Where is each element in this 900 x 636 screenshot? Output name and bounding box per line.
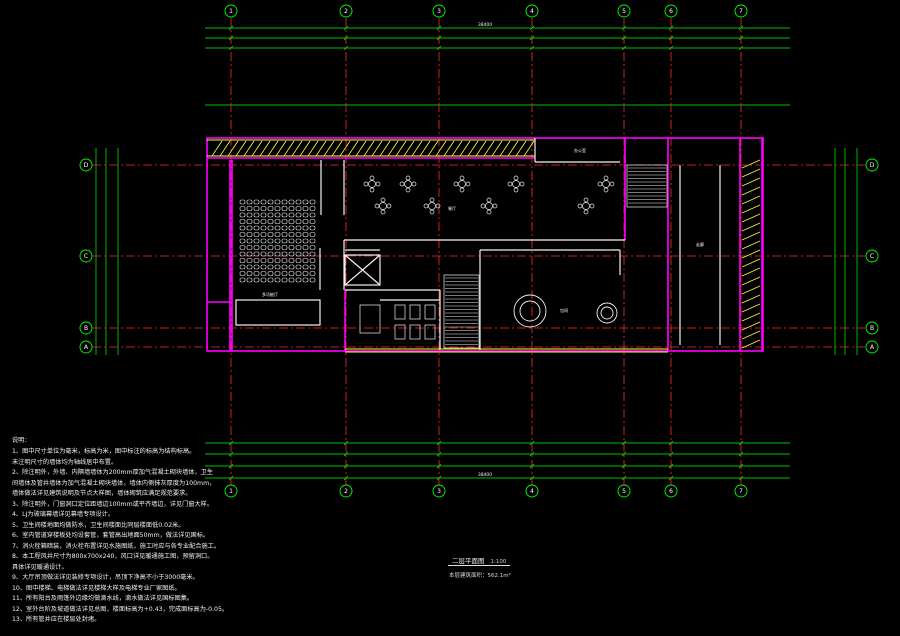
note-line: 10、图中楼梯、电梯做法详见楼梯大样及电梯专业厂家图纸。 — [12, 584, 181, 592]
glazing-hatch — [211, 140, 761, 349]
svg-text:D: D — [870, 162, 875, 169]
room-label-restaurant: 包间 — [560, 307, 568, 313]
axis-bubble-left-B: B — [79, 321, 93, 335]
note-line: 3、除注明外，门窗洞口定位距墙边100mm或平齐墙边，详见门窗大样。 — [12, 500, 214, 508]
axis-bubble-top-6: 6 — [664, 4, 678, 18]
svg-text:4: 4 — [530, 488, 534, 495]
notes-heading: 说明： — [12, 437, 31, 444]
svg-text:B: B — [870, 325, 874, 332]
axis-bubble-left-C: C — [79, 249, 93, 263]
round-tables — [513, 294, 618, 328]
axis-bubble-right-B: B — [865, 321, 879, 335]
axis-bubble-top-3: 3 — [432, 4, 446, 18]
svg-text:D: D — [84, 162, 89, 169]
drawing-title: 二层平面图 1:100 — [452, 555, 506, 565]
dimension-text: 38400 38400 — [478, 22, 492, 478]
room-label-lecture: 多功能厅 — [262, 291, 278, 297]
note-line: 6、室内管道穿楼板处均设套管，套管高出地面50mm，做法详见国标。 — [12, 532, 210, 539]
note-line: 9、大厅吊顶做法详见装修专项设计，吊顶下净高不小于3000毫米。 — [12, 574, 199, 581]
note-line: 间墙体及管井墙体为加气混凝土砌块墙体，墙体内侧抹灰厚度为100mm， — [12, 479, 216, 487]
axis-bubble-right-A: A — [865, 340, 879, 354]
axis-bubble-left-D: D — [79, 158, 93, 172]
note-line: 2、除注明外，外墙、内隔墙墙体为200mm厚加气混凝土砌块墙体，卫生 — [12, 469, 214, 476]
title-underline — [448, 565, 510, 566]
stairs — [443, 164, 668, 349]
svg-text:C: C — [870, 253, 874, 260]
axis-bubble-top-4: 4 — [525, 4, 539, 18]
axis-bubble-top-5: 5 — [617, 4, 631, 18]
axis-bubble-bottom-5: 5 — [617, 484, 631, 498]
svg-text:B: B — [84, 325, 88, 332]
note-line: 4、LJ为玻璃幕墙详见幕墙专项设计。 — [12, 511, 115, 518]
axis-bubble-right-C: C — [865, 249, 879, 263]
note-line: 7、消火栓箱暗装，消火栓布置详见水施图纸，施工时应与各专业配合施工。 — [12, 542, 221, 550]
svg-text:7: 7 — [739, 8, 743, 15]
svg-text:5: 5 — [622, 488, 626, 495]
note-line: 未注明尺寸的墙体均为轴线居中布置。 — [12, 458, 118, 466]
exterior-walls — [206, 137, 764, 352]
grid-axis-lines — [92, 18, 865, 486]
overall-dimension-top: 38400 — [478, 22, 492, 28]
room-labels: 多功能厅 餐厅 包间 走廊 办公室 — [262, 147, 704, 313]
svg-text:5: 5 — [622, 8, 626, 15]
drawing-scale: 1:100 — [490, 559, 507, 565]
auditorium-seats — [239, 199, 316, 283]
note-line: 11、所有阳台及雨篷外边缘均做滴水线，滴水做法详见国标图集。 — [12, 595, 194, 602]
note-line: 12、室外台阶及坡道做法详见总图，楼面标高为+0.43，完成面标高为-0.05。 — [12, 605, 229, 613]
overall-dimension-bottom: 38400 — [478, 472, 492, 478]
svg-text:6: 6 — [669, 8, 673, 15]
note-line: 8、本工程风井尺寸为800x700x240，风口详见暖通施工图，预留洞口。 — [12, 553, 214, 560]
axis-bubble-left-A: A — [79, 340, 93, 354]
room-label-dining: 餐厅 — [448, 205, 456, 211]
svg-text:4: 4 — [530, 8, 534, 15]
svg-text:A: A — [870, 344, 875, 351]
svg-text:1: 1 — [229, 8, 233, 15]
floor-area: 本层建筑面积：562.1m² — [449, 573, 511, 579]
note-line: 13、所有管井应在楼层处封堵。 — [12, 616, 101, 623]
note-line: 5、卫生间楼地面均做防水，卫生间楼面比同层楼面低0.02米。 — [12, 521, 185, 529]
svg-text:6: 6 — [669, 488, 673, 495]
window-band — [207, 139, 668, 353]
axis-bubble-bottom-6: 6 — [664, 484, 678, 498]
svg-text:2: 2 — [344, 8, 348, 15]
dimension-lines — [95, 27, 858, 479]
toilets — [359, 304, 436, 340]
svg-text:7: 7 — [739, 488, 743, 495]
dining-tables — [363, 175, 615, 215]
axis-bubble-bottom-1: 1 — [224, 484, 238, 498]
axis-bubble-bottom-4: 4 — [525, 484, 539, 498]
svg-text:C: C — [84, 253, 88, 260]
drawing-title-text: 二层平面图 — [452, 557, 485, 565]
axis-bubble-bottom-2: 2 — [339, 484, 353, 498]
note-line: 具体详见暖通设计。 — [12, 563, 68, 571]
svg-text:3: 3 — [437, 8, 441, 15]
svg-text:2: 2 — [344, 488, 348, 495]
axis-bubble-top-1: 1 — [224, 4, 238, 18]
svg-text:1: 1 — [229, 488, 233, 495]
axis-bubble-bottom-3: 3 — [432, 484, 446, 498]
svg-text:3: 3 — [437, 488, 441, 495]
room-label-office: 办公室 — [574, 147, 586, 153]
note-line: 墙体做法详见建筑说明及节点大样图，墙体砌筑应满足规范要求。 — [12, 490, 192, 497]
room-label-corridor: 走廊 — [696, 241, 704, 247]
interior-walls — [235, 138, 721, 350]
axis-bubble-bottom-7: 7 — [734, 484, 748, 498]
axis-bubble-top-7: 7 — [734, 4, 748, 18]
axis-bubble-right-D: D — [865, 158, 879, 172]
axis-bubble-top-2: 2 — [339, 4, 353, 18]
svg-text:A: A — [84, 344, 89, 351]
note-line: 1、图中尺寸单位为毫米，标高为米，图中标注的标高为结构标高。 — [12, 448, 196, 455]
